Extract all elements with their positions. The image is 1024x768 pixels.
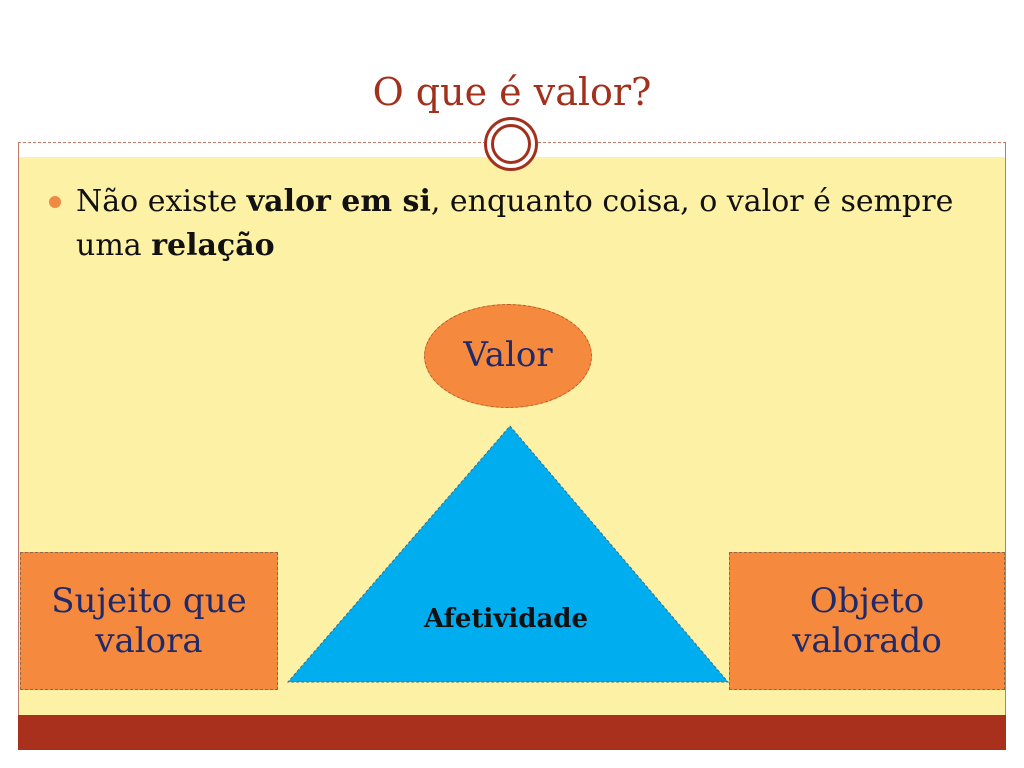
triangle-label: Afetividade — [423, 604, 589, 634]
value-oval: Valor — [424, 304, 592, 408]
bullet-dot-icon — [49, 196, 61, 208]
object-box-label: Objeto valorado — [792, 581, 942, 661]
subject-line-2: valora — [95, 621, 203, 661]
bullet-text: Não existe valor em si, enquanto coisa, … — [76, 180, 956, 268]
value-oval-label: Valor — [463, 335, 553, 375]
bullet-part-2: , enquanto coisa, o valor é sempre uma — [76, 184, 954, 263]
ring-ornament-inner-icon — [491, 124, 531, 164]
object-line-1: Objeto — [809, 581, 925, 621]
slide-title: O que é valor? — [372, 70, 652, 114]
footer-bar — [18, 715, 1006, 750]
subject-box-label: Sujeito que valora — [51, 581, 246, 661]
object-box: Objeto valorado — [729, 552, 1005, 690]
subject-box: Sujeito que valora — [20, 552, 278, 690]
subject-line-1: Sujeito que — [51, 581, 247, 621]
bullet-bold-2: relação — [151, 228, 275, 263]
object-line-2: valorado — [792, 621, 942, 661]
triangle-shape — [286, 425, 730, 683]
bullet-part-1: Não existe — [76, 184, 247, 219]
bullet-bold-1: valor em si — [246, 184, 431, 219]
affectivity-triangle — [286, 425, 730, 683]
